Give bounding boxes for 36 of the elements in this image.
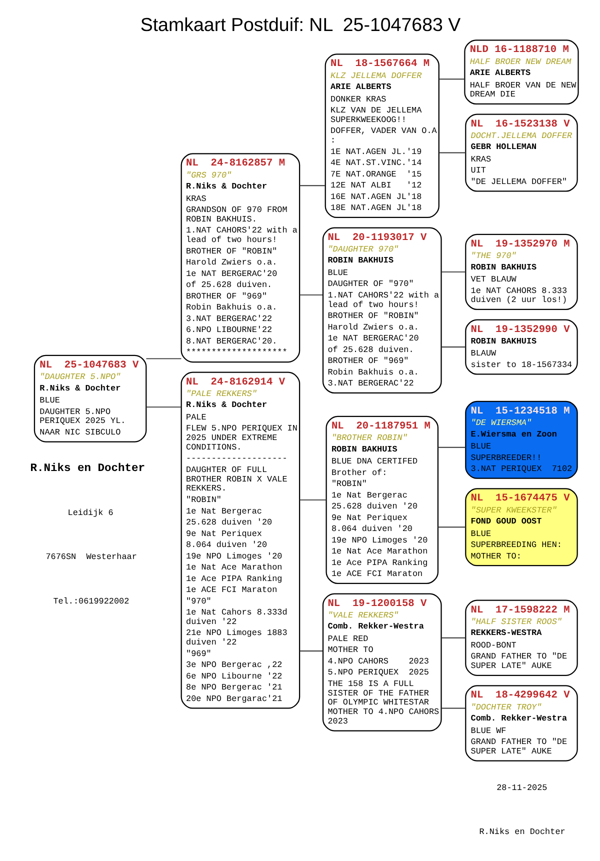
node-box: NL 15-1674475 V "SUPER KWEEKSTER" FOND GOUD OOST BLUE SUPERBREEDING HEN: MOTHER TO: — [464, 488, 578, 566]
node-box: NL 24-8162857 M "GRS 970" R.Niks & Dochter KRAS GRANDSON OF 970 FROM ROBIN BAKHUIS. 1.NAT CAHORS'22 with a lead of two hours! BROTHER OF "ROBIN" Harold Zwiers o.a. 1e NAT BERGERAC'20 of 25.628 duiven. BROTHER OF "969" Robin Bakhuis o.a. 3.NAT BERGERAC'22 6.NPO LIBOURNE'22 8.NAT BERGERAC'20. ******************** — [180, 153, 300, 363]
node-box: NL 25-1047683 V "DAUGHTER 5.NPO" R.Niks & Dochter BLUE DAUGHTER 5.NPO PERIQUEX 2025 YL. NAAR NIC SIBCULO — [33, 354, 146, 442]
connector — [437, 526, 466, 528]
node-box: NL 19-1200158 V "VALE REKKERS" Comb. Rekker-Westra PALE RED MOTHER TO 4.NPO CAHORS 2023 5.NPO PERIQUEX 2025 THE 158 IS A FULL SISTER OF THE FATHER OF OLYMPIC WHITESTAR MOTHER TO 4.NPO CAHORS 2023 — [322, 593, 442, 732]
connector — [440, 271, 466, 272]
node-box: NL 18-4299642 V "DOCHTER TROY" Comb. Rekker-Westra BLUE WF GRAND FATHER TO "DE SUPER LATE" AUKE — [464, 685, 578, 762]
connector — [145, 406, 182, 408]
connector — [298, 650, 323, 652]
label: 7676SN Westerhaar — [45, 552, 136, 562]
node-box: NL 18-1567664 M KLZ JELLEMA DOFFER ARIE ALBERTS DONKER KRAS KLZ VAN DE JELLEMA SUPERKWEEKOOG!! DOFFER, VADER VAN O.A : 1E NAT.AGEN JL.'19 4E NAT.ST.VINC.'14 7E NAT.ORANGE '15 12E NAT ALBI '12 16E NAT.AGEN JL'18 18E NAT.AGEN JL'18 — [324, 54, 439, 218]
label: R.Niks en Dochter — [478, 827, 565, 838]
connector — [440, 708, 466, 709]
node-box: NL 17-1598222 M "HALF SISTER ROOS" REKKERS-WESTRA ROOD-BONT GRAND FATHER TO "DE SUPER LATE" AUKE — [464, 600, 578, 676]
connector — [438, 78, 464, 80]
node-box: NL 19-1352970 M "THE 970" ROBIN BAKHUIS VET BLAUW 1e NAT CAHORS 8.333 duiven (2 uur los!) — [464, 234, 578, 310]
node-box: NL 15-1234518 M "DE WIERSMA" E.Wiersma en Zoon BLUE SUPERBREEDER!! 3.NAT PERIQUEX 7102 — [464, 400, 578, 479]
connector — [298, 185, 325, 186]
label: Leidijk 6 — [67, 508, 113, 518]
connector — [437, 446, 466, 448]
connector — [298, 499, 326, 500]
node-box: NL 20-1187951 M "BROTHER ROBIN" ROBIN BAKHUIS BLUE DNA CERTIFED Brother of: "ROBIN" 1e Nat Bergerac 25.628 duiven '20 9e Nat Periquex 8.064 duiven '20 19e NPO Limoges '20 1e Nat Ace Marathon 1e Ace PIPA Ranking 1e ACE FCI Maraton — [325, 416, 438, 584]
node-box: NL 20-1193017 V "DAUGHTER 970" ROBIN BAKHUIS BLUE DAUGHTER OF "970" 1.NAT CAHORS'22 with a lead of two hours! BROTHER OF "ROBIN" Harold Zwiers o.a. 1e NAT BERGERAC'20 of 25.628 duiven. BROTHER OF "969" Robin Bakhuis o.a. 3.NAT BERGERAC'22 — [322, 227, 442, 394]
connector — [298, 294, 323, 296]
node-box: NL 16-1523138 V DOCHT.JELLEMA DOFFER GEBR HOLLEMAN KRAS UIT "DE JELLEMA DOFFER" — [464, 114, 578, 192]
label: 28-11-2025 — [496, 783, 547, 794]
diagram-title: Stamkaart Postduif: NL 25-1047683 V — [140, 14, 460, 35]
connector — [440, 346, 466, 348]
connector — [145, 358, 182, 360]
connector — [440, 637, 466, 638]
node-box: NL 24-8162914 V "PALE REKKERS" R.Niks & Dochter PALE FLEW 5.NPO PERIQUEX IN 2025 UNDER EXTREME CONDITIONS. -------------------- DAUGHTER OF FULL BROTHER ROBIN X VALE REKKERS. "ROBIN" 1e Nat Bergerac 25.628 duiven '20 9e Nat Periquex 8.064 duiven '20 19e NPO Limoges '20 1e Nat Ace Marathon 1e Ace PIPA Ranking 1e ACE FCI Maraton "970" 1e Nat Cahors 8.333d duiven '22 21e NPO Limoges 1883 duiven '22 "969" 3e NPO Bergerac ,22 6e NPO Libourne '22 8e NPO Bergerac '21 20e NPO Bergarac'21 — [180, 372, 300, 709]
connector — [438, 152, 466, 154]
label: R.Niks en Dochter — [30, 462, 145, 475]
node-box: NL 19-1352990 V ROBIN BAKHUIS BLAUW sister to 18-1567334 — [464, 319, 578, 375]
label: Tel.:0619922002 — [52, 596, 129, 606]
node-box: NLD 16-1188710 M HALF BROER NEW DREAM ARIE ALBERTS HALF BROER VAN DE NEW DREAM DIE — [464, 40, 578, 105]
